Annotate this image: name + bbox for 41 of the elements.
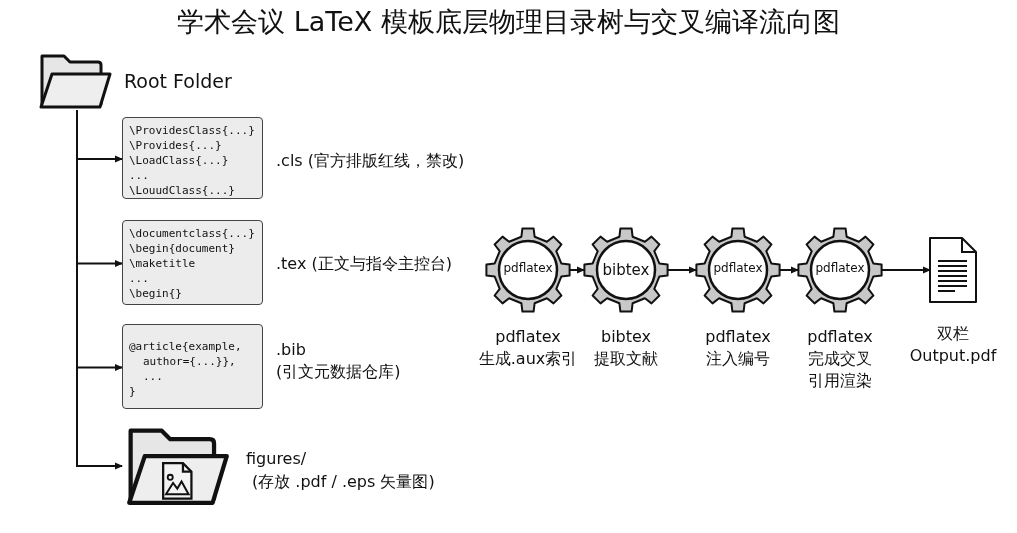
- arrow: [881, 266, 931, 274]
- code-line: author={...}},: [142, 354, 237, 369]
- code-line: \LoadClass{...}: [129, 153, 230, 168]
- code-line: \Provides{...}: [129, 138, 223, 153]
- code-line: \begin{}: [129, 286, 183, 301]
- code-line: ...: [142, 369, 164, 384]
- code-line: \documentclass{...}: [129, 226, 256, 241]
- gear-label: pdflatex: [502, 261, 554, 275]
- arrow: [76, 109, 123, 470]
- code-line: }: [129, 384, 137, 399]
- gear-label: pdflatex: [814, 261, 866, 275]
- arrow: [667, 266, 697, 274]
- step-caption: pdflatex: [494, 326, 562, 348]
- folder-label: (存放 .pdf / .eps 矢量图): [252, 472, 435, 493]
- step-caption: 注入编号: [705, 348, 771, 370]
- file-caption: (引文元数据仓库): [276, 362, 401, 383]
- folder-label: Root Folder: [124, 70, 232, 92]
- code-line: \LouudClass{...}: [129, 183, 236, 198]
- gear-label: bibtex: [601, 261, 651, 279]
- code-line: \begin{document}: [129, 241, 236, 256]
- code-line: ...: [129, 168, 150, 183]
- step-caption: 完成交叉引用渲染: [807, 348, 873, 392]
- folder-label: figures/: [246, 449, 307, 468]
- step-caption: 生成.aux索引: [477, 348, 579, 370]
- step-caption: pdflatex: [704, 326, 772, 348]
- step-caption: pdflatex: [806, 326, 874, 348]
- code-line: \ProvidesClass{...}: [129, 123, 256, 138]
- file-caption: .cls (官方排版红线，禁改): [276, 151, 465, 172]
- file-caption: .bib: [276, 340, 306, 359]
- title: 学术会议 LaTeX 模板底层物理目录树与交叉编译流向图: [176, 5, 841, 39]
- output-caption: 双栏: [936, 324, 970, 345]
- arrow: [569, 266, 585, 274]
- step-caption: bibtex: [599, 326, 653, 348]
- code-line: \maketitle: [129, 256, 197, 271]
- code-line: ...: [129, 271, 150, 286]
- step-caption: 提取文献: [593, 348, 659, 370]
- file-caption: .tex (正文与指令主控台): [276, 254, 452, 275]
- code-line: @article{example,: [129, 339, 243, 354]
- gear-label: pdflatex: [712, 261, 764, 275]
- output-caption: Output.pdf: [908, 346, 998, 365]
- arrow: [779, 266, 799, 274]
